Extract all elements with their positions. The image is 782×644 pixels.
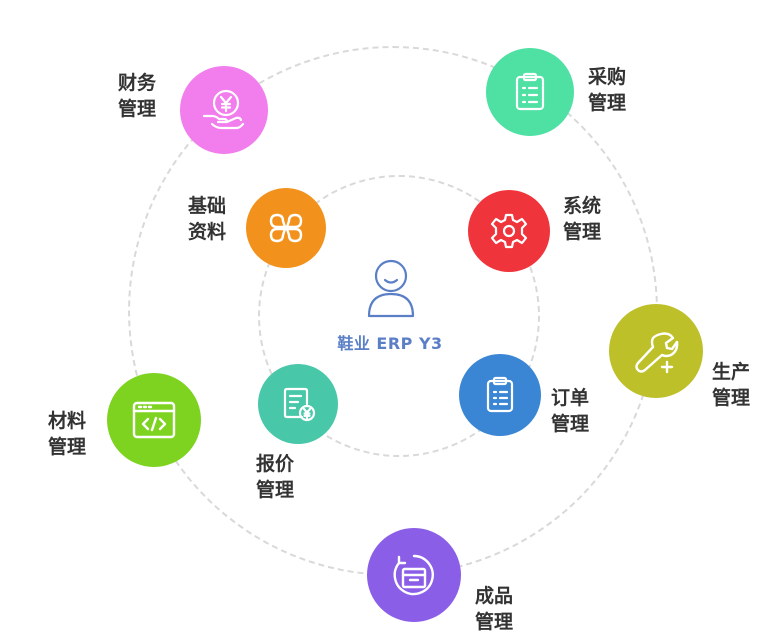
box-icon <box>393 554 434 596</box>
gear-icon <box>490 213 528 249</box>
clipboard-list-icon <box>486 376 514 413</box>
clover-icon <box>269 213 303 243</box>
inner-ring <box>258 175 540 457</box>
document-yen-icon <box>283 387 316 422</box>
quote-label: 报价管理 <box>256 453 295 501</box>
hand-yen-icon <box>202 89 245 130</box>
finance-node[interactable] <box>180 66 268 154</box>
production-label: 生产管理 <box>712 361 751 409</box>
finished-node[interactable] <box>367 528 461 622</box>
order-label: 订单管理 <box>551 387 590 435</box>
basic-label: 基础资料 <box>188 195 227 243</box>
center-user-icon <box>365 258 417 324</box>
system-label: 系统管理 <box>563 195 602 243</box>
basic-node[interactable] <box>246 188 326 268</box>
clipboard-icon <box>515 72 545 111</box>
quote-node[interactable] <box>258 364 338 444</box>
order-node[interactable] <box>459 354 541 436</box>
production-node[interactable] <box>609 304 703 398</box>
system-node[interactable] <box>468 190 550 272</box>
center-title: 鞋业 ERP Y3 <box>337 334 443 353</box>
finance-label: 财务管理 <box>118 72 157 120</box>
purchase-label: 采购管理 <box>588 66 627 114</box>
material-label: 材料管理 <box>48 410 87 458</box>
material-node[interactable] <box>107 373 201 467</box>
purchase-node[interactable] <box>486 48 574 136</box>
wrench-icon <box>635 332 679 374</box>
finished-label: 成品管理 <box>475 585 514 633</box>
code-window-icon <box>132 401 176 439</box>
